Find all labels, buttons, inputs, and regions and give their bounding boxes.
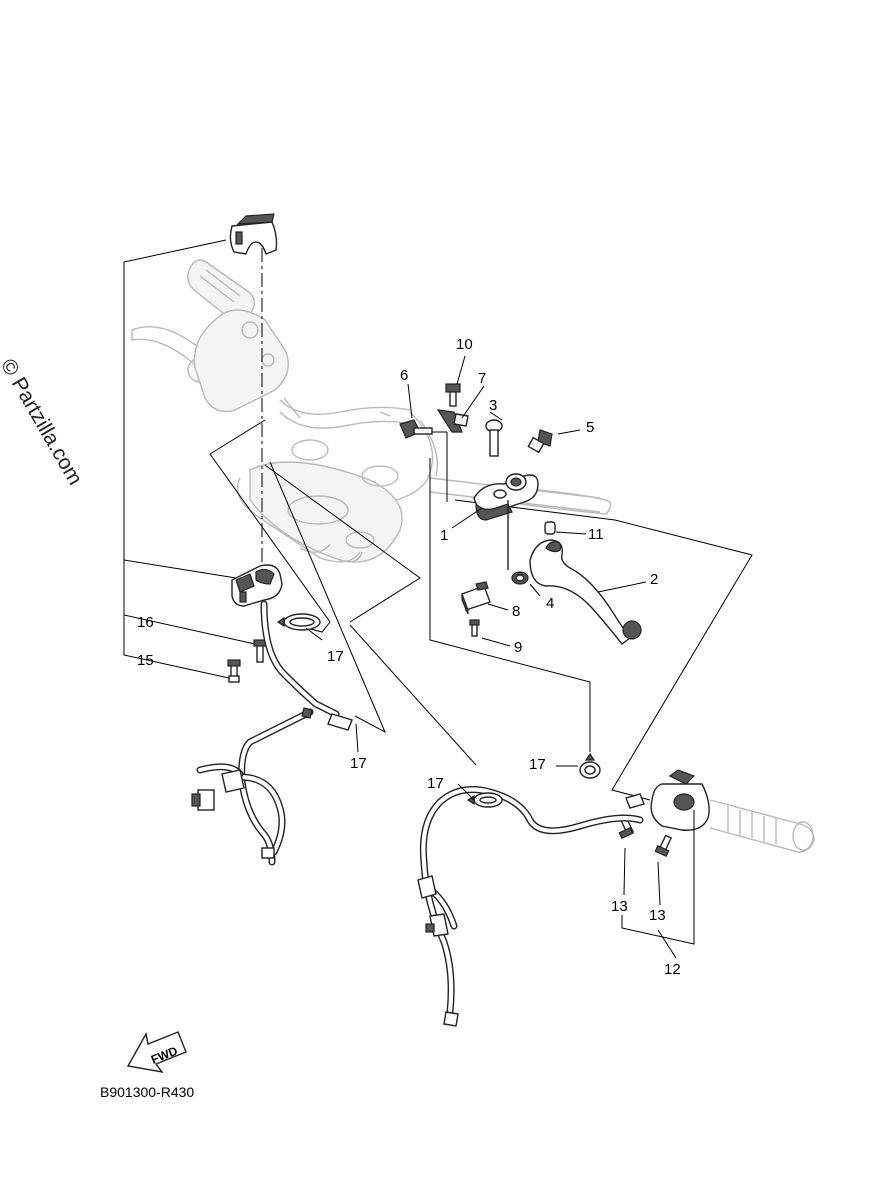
right-handlebar-switch [650,769,815,853]
right-switch-screws [618,816,673,858]
wire-band-17-right [579,752,601,779]
callout-13-left: 13 [611,898,628,915]
diagram-code: B901300-R430 [100,1084,195,1100]
clutch-lever-2 [529,539,642,645]
callout-15: 15 [137,652,154,669]
callout-8: 8 [512,603,520,620]
callout-labels: 10 7 6 3 5 1 11 2 4 8 9 16 15 17 17 17 1… [137,336,681,978]
bolt-5 [527,429,553,454]
collar-11 [544,521,556,535]
ghost-handlebar-assembly [131,259,612,563]
callout-16: 16 [137,614,154,631]
clutch-switch-8 [461,581,491,615]
fwd-arrow-icon: FWD [126,1031,187,1073]
screw-9 [469,619,480,637]
lever-holder-1 [473,473,539,570]
reference-lines [123,239,753,801]
adjuster-6 [399,419,433,439]
callout-6: 6 [400,367,408,384]
left-switch-screw [227,639,267,683]
callout-17-mid: 17 [427,775,444,792]
callout-17-left: 17 [327,648,344,665]
callout-2: 2 [650,571,658,588]
right-switch-wire [417,786,645,1027]
handlebar-upper-holder [229,213,278,255]
wire-band-left [276,613,321,631]
callout-17-lower: 17 [350,755,367,772]
wire-band-17-mid [466,792,503,808]
leader-lines [305,355,695,959]
left-switch-wire [191,600,353,866]
nut-4 [511,571,529,585]
callout-11: 11 [588,526,604,543]
callout-3: 3 [489,397,497,414]
callout-9: 9 [514,639,522,656]
callout-12: 12 [664,961,681,978]
callout-10: 10 [456,336,473,353]
callout-4: 4 [546,595,554,612]
callout-17-right: 17 [529,756,546,773]
screw-10 [445,383,461,407]
callout-1: 1 [440,527,448,544]
callout-7: 7 [478,370,486,387]
left-handlebar-switch [231,564,283,607]
callout-13-right: 13 [649,907,666,924]
callout-5: 5 [586,419,594,436]
cable-holder-7 [436,409,469,433]
bolt-3 [485,419,503,457]
